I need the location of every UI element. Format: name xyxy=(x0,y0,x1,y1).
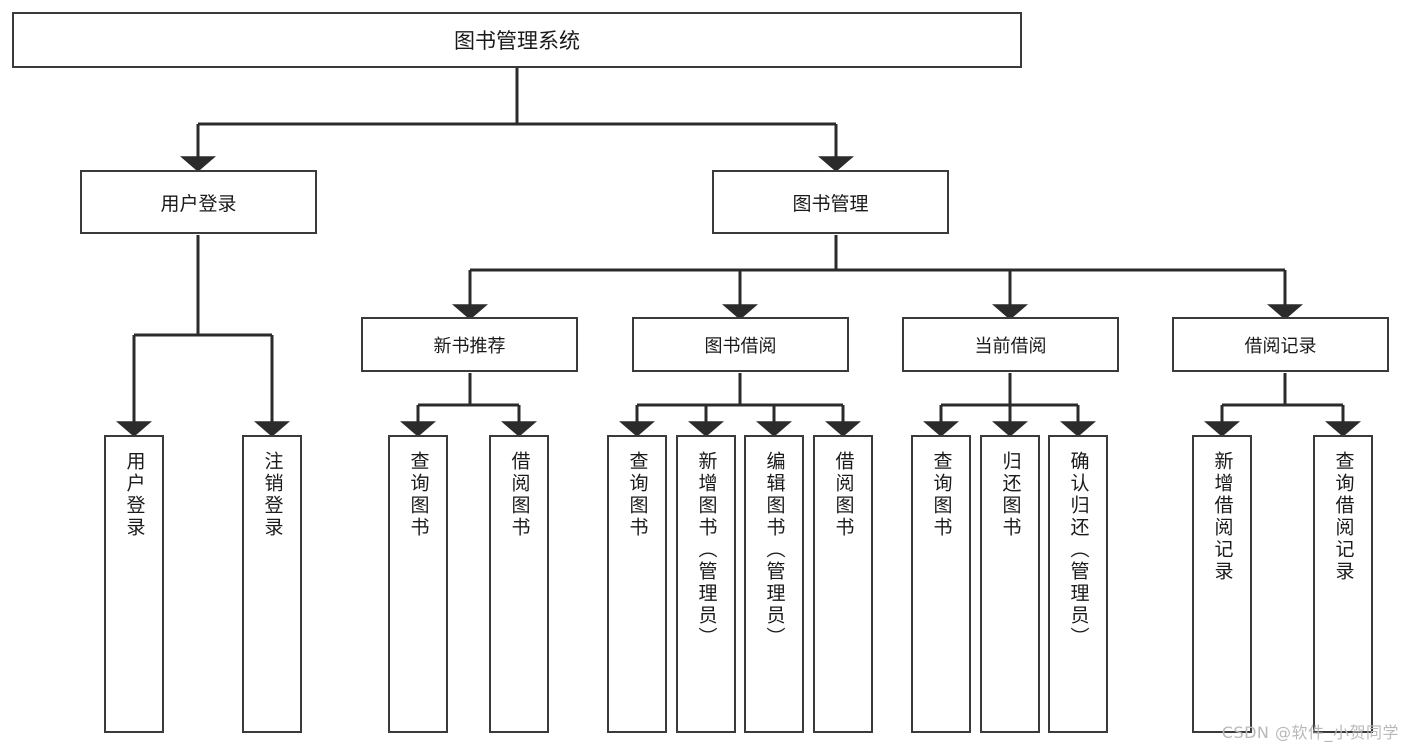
leaf-current-borrow-confirm-return[interactable]: 确认归还（管理员） xyxy=(1048,435,1108,733)
leaf-label: 查询图书 xyxy=(930,451,953,539)
leaf-current-borrow-return[interactable]: 归还图书 xyxy=(980,435,1040,733)
watermark: CSDN @软件_小贺同学 xyxy=(1221,723,1399,742)
leaf-label: 查询图书 xyxy=(626,451,649,539)
node-current-borrow-label: 当前借阅 xyxy=(974,335,1047,357)
leaf-new-book-query[interactable]: 查询图书 xyxy=(388,435,448,733)
leaf-label: 归还图书 xyxy=(999,451,1022,539)
leaf-label: 注销登录 xyxy=(261,451,284,539)
leaf-borrow-record-add[interactable]: 新增借阅记录 xyxy=(1192,435,1252,733)
leaf-label: 用户登录 xyxy=(123,451,146,539)
leaf-label: 查询借阅记录 xyxy=(1332,451,1355,583)
node-root-label: 图书管理系统 xyxy=(454,29,580,53)
leaf-label: 查询图书 xyxy=(407,451,430,539)
leaf-book-borrow-add[interactable]: 新增图书（管理员） xyxy=(676,435,736,733)
node-book-borrow[interactable]: 图书借阅 xyxy=(632,317,849,372)
node-new-book-recommend-label: 新书推荐 xyxy=(433,335,506,357)
leaf-book-borrow-lend[interactable]: 借阅图书 xyxy=(813,435,873,733)
leaf-label: 确认归还（管理员） xyxy=(1067,451,1090,649)
node-user-login-label: 用户登录 xyxy=(160,192,237,215)
leaf-label: 新增借阅记录 xyxy=(1211,451,1234,583)
leaf-new-book-borrow[interactable]: 借阅图书 xyxy=(489,435,549,733)
node-user-login[interactable]: 用户登录 xyxy=(80,170,317,234)
node-book-management-label: 图书管理 xyxy=(792,192,869,215)
node-root[interactable]: 图书管理系统 xyxy=(12,12,1022,68)
leaf-label: 新增图书（管理员） xyxy=(695,451,718,649)
node-borrow-record[interactable]: 借阅记录 xyxy=(1172,317,1389,372)
leaf-user-login-signin[interactable]: 用户登录 xyxy=(104,435,164,733)
leaf-label: 借阅图书 xyxy=(832,451,855,539)
leaf-book-borrow-edit[interactable]: 编辑图书（管理员） xyxy=(744,435,804,733)
leaf-current-borrow-query[interactable]: 查询图书 xyxy=(911,435,971,733)
node-book-borrow-label: 图书借阅 xyxy=(704,335,777,357)
leaf-borrow-record-query[interactable]: 查询借阅记录 xyxy=(1313,435,1373,733)
node-borrow-record-label: 借阅记录 xyxy=(1244,335,1317,357)
leaf-book-borrow-query[interactable]: 查询图书 xyxy=(607,435,667,733)
leaf-label: 借阅图书 xyxy=(508,451,531,539)
leaf-label: 编辑图书（管理员） xyxy=(763,451,786,649)
node-book-management[interactable]: 图书管理 xyxy=(712,170,949,234)
node-new-book-recommend[interactable]: 新书推荐 xyxy=(361,317,578,372)
leaf-user-login-signout[interactable]: 注销登录 xyxy=(242,435,302,733)
node-current-borrow[interactable]: 当前借阅 xyxy=(902,317,1119,372)
